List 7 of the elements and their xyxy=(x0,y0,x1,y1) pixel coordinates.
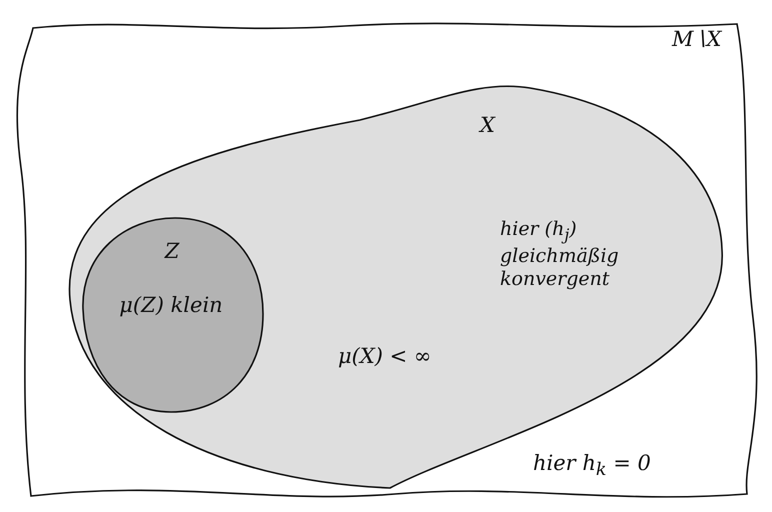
annotation-text: μ(Z) klein xyxy=(118,292,224,318)
region-label: Z xyxy=(163,238,180,264)
annotation-text: hier h$_{k}$ = 0 xyxy=(533,450,652,482)
region-label: M∖X xyxy=(672,26,723,52)
annotation-text: hier (h$_{j}$) gleichmäßig konvergent xyxy=(500,218,620,292)
annotation-text: μ(X) < ∞ xyxy=(338,343,432,370)
region-label: X xyxy=(480,112,496,138)
